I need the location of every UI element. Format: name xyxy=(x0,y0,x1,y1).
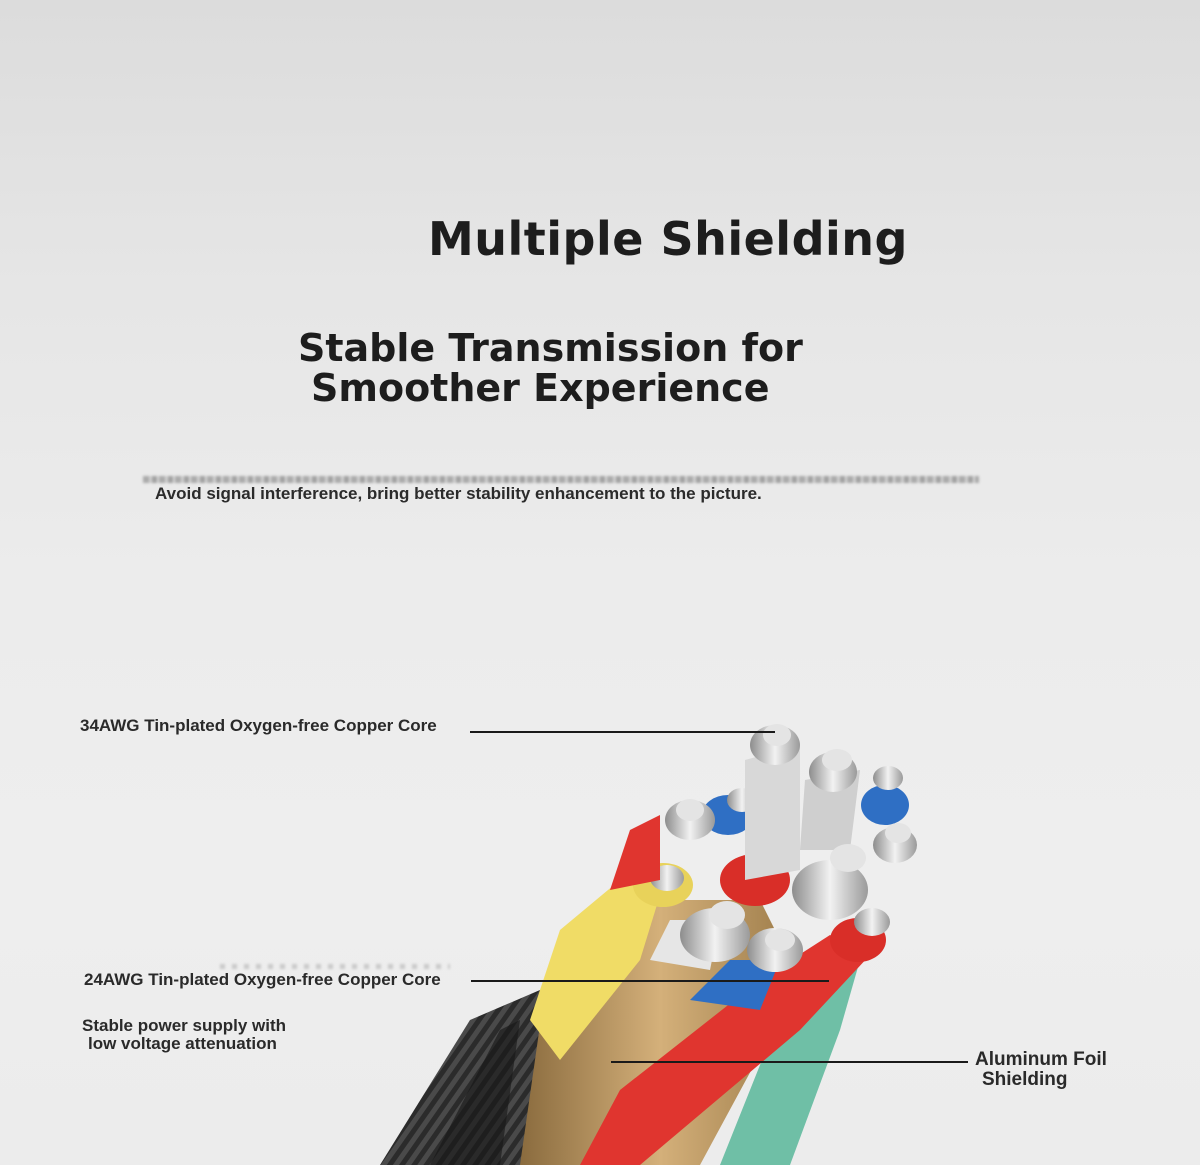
outer-braid-jacket xyxy=(380,990,560,1165)
leader-line-34awg xyxy=(470,731,775,733)
description-text: Avoid signal interference, bring better … xyxy=(155,484,762,503)
leader-line-foil xyxy=(611,1061,968,1063)
teal-wire xyxy=(720,950,860,1165)
subtitle: Stable Transmission for Smoother Experie… xyxy=(298,328,803,408)
power-note-line-1: Stable power supply with xyxy=(82,1016,287,1035)
subtitle-line-2: Smoother Experience xyxy=(311,366,770,410)
callout-34awg-copper-core: 34AWG Tin-plated Oxygen-free Copper Core xyxy=(80,716,437,735)
white-wires xyxy=(650,724,917,972)
foil-line-2: Shielding xyxy=(982,1069,1068,1090)
leader-line-24awg xyxy=(471,980,829,982)
callout-24awg-copper-core: 24AWG Tin-plated Oxygen-free Copper Core xyxy=(84,970,441,989)
subtitle-line-1: Stable Transmission for xyxy=(298,326,803,370)
callout-aluminum-foil-shielding: Aluminum Foil Shielding xyxy=(975,1050,1107,1090)
blurred-text-artifact-2 xyxy=(220,964,450,969)
blurred-text-artifact xyxy=(143,476,979,483)
foil-line-1: Aluminum Foil xyxy=(975,1049,1107,1070)
power-note-line-2: low voltage attenuation xyxy=(88,1034,277,1053)
red-wire-front xyxy=(580,908,890,1165)
page-title: Multiple Shielding xyxy=(428,212,908,266)
callout-power-supply-note: Stable power supply with low voltage att… xyxy=(82,1017,286,1053)
